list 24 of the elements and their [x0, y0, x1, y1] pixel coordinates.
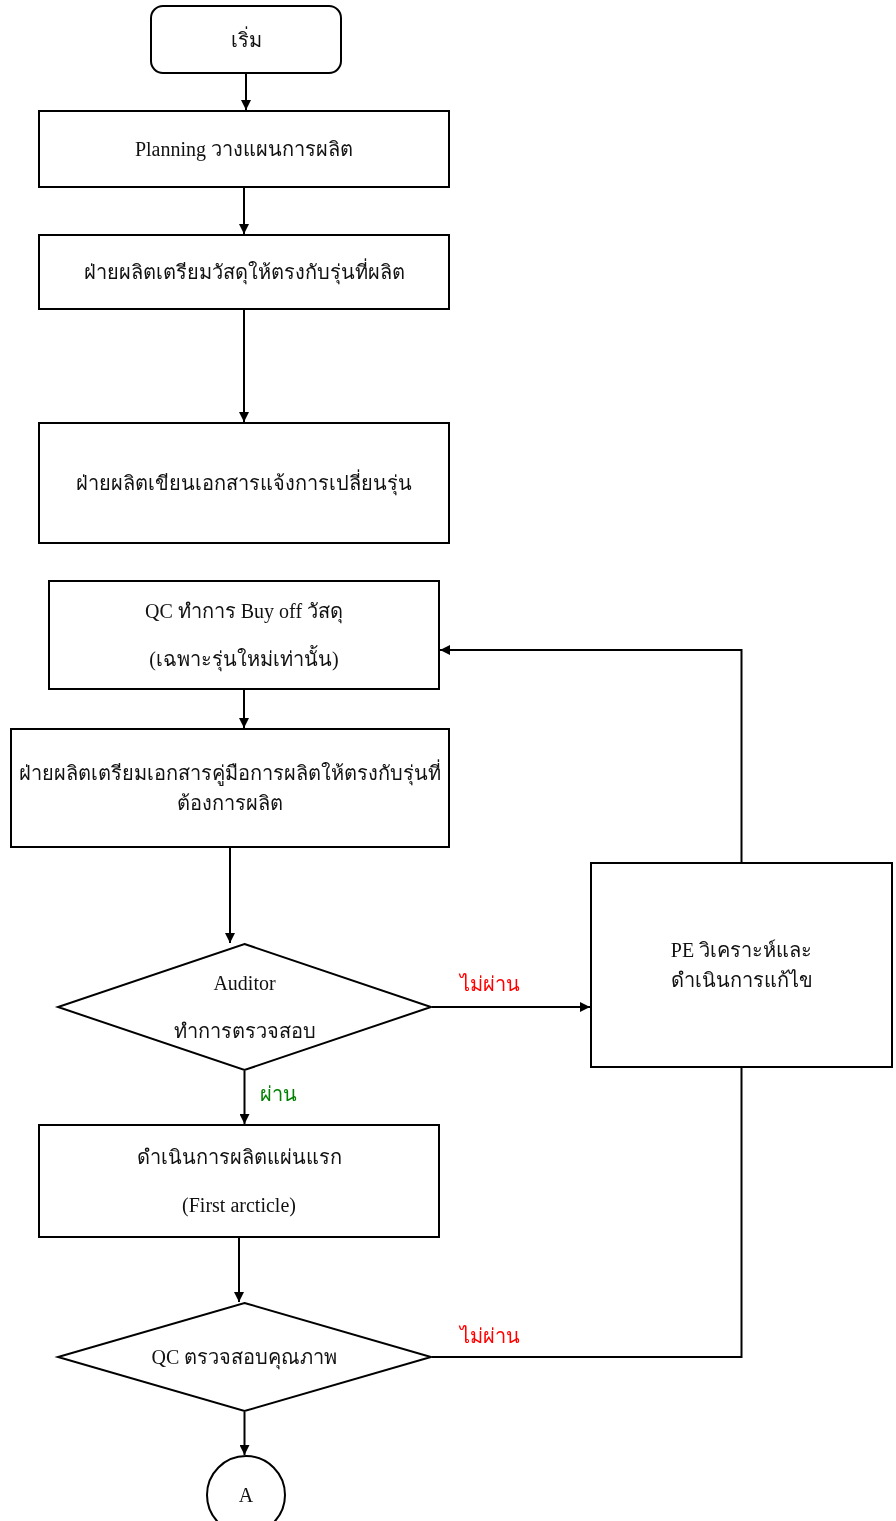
arrow — [241, 73, 251, 111]
arrow — [239, 309, 249, 423]
node-text: (เฉพาะรุ่นใหม่เท่านั้น) — [149, 644, 339, 674]
node-text: ฝ่ายผลิตเขียนเอกสารแจ้งการเปลี่ยนรุ่น — [76, 468, 412, 498]
arrow — [234, 1237, 244, 1303]
arrow — [431, 1002, 591, 1012]
node-text: (First arcticle) — [182, 1193, 296, 1219]
node-text: เริ่ม — [230, 25, 262, 53]
arrow — [239, 1070, 250, 1125]
arrow — [239, 689, 249, 729]
node-text: QC ตรวจสอบคุณภาพ — [151, 1345, 338, 1372]
node-text: ทำการตรวจสอบ — [173, 1019, 316, 1044]
arrow — [239, 187, 249, 235]
node-text: ฝ่ายผลิตเตรียมวัสดุให้ตรงกับรุ่นที่ผลิต — [83, 257, 405, 287]
node-text: ฝ่ายผลิตเตรียมเอกสารคู่มือการผลิตให้ตรงกับรุ่นที่ต้องการผลิต — [10, 758, 450, 818]
arrow — [439, 645, 743, 863]
arrow — [239, 1411, 250, 1456]
node-text: Planning วางแผนการผลิต — [134, 137, 354, 163]
arrow — [225, 847, 235, 944]
node-text: Auditor — [213, 971, 276, 996]
node-text: PE วิเคราะห์และดำเนินการแก้ไข — [669, 938, 814, 993]
node-text: QC ทำการ Buy off วัสดุ — [144, 599, 344, 626]
node-text: ดำเนินการผลิตแผ่นแรก — [136, 1145, 342, 1170]
node-text: A — [238, 1483, 254, 1508]
